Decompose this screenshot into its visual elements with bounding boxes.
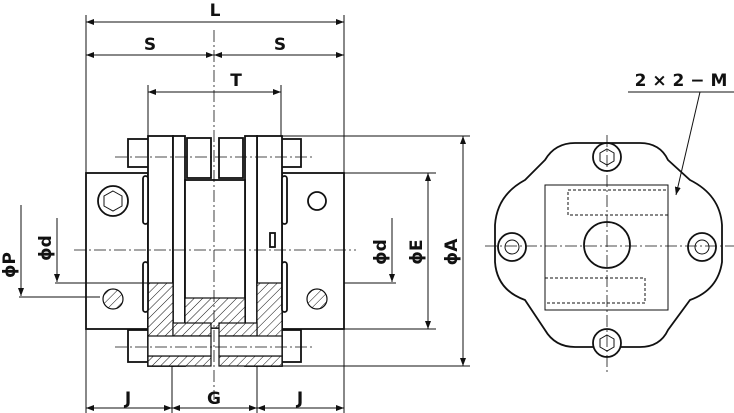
front-view <box>18 15 470 413</box>
dim-G-label: G <box>207 389 221 409</box>
side-view <box>485 91 734 372</box>
dim-S-left-label: S <box>144 35 156 55</box>
dim-L-label: L <box>210 1 221 21</box>
screw-hole-icon <box>307 191 327 211</box>
thread-M-label: 2 × 2 − M <box>635 71 728 91</box>
hex-screw-icon <box>97 185 129 217</box>
dim-T-label: T <box>230 71 242 91</box>
screw-section-icon <box>102 288 124 310</box>
dim-J-left-label: J <box>124 389 131 409</box>
dim-d-right-label: ϕd <box>371 239 391 265</box>
dim-S-right-label: S <box>274 35 286 55</box>
screw-section-icon <box>306 288 328 310</box>
dim-E-label: ϕE <box>407 239 427 264</box>
dim-d-left-label: ϕd <box>36 235 56 261</box>
dim-J-right-label: J <box>296 389 303 409</box>
dim-P-label: ϕP <box>0 252 20 278</box>
dim-A-label: ϕA <box>442 238 462 266</box>
